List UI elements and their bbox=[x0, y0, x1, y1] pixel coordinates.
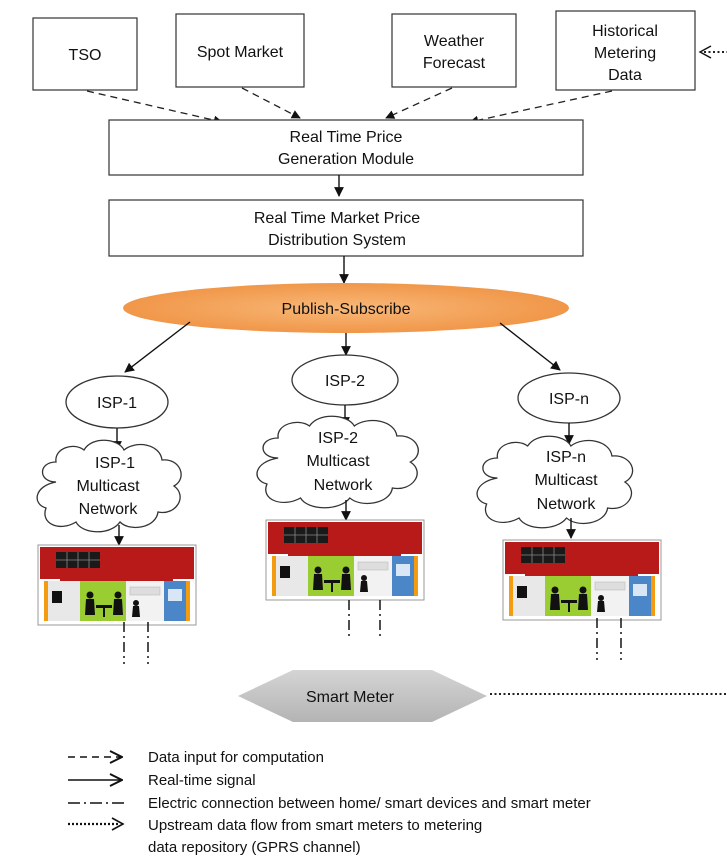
solar-panel-icon bbox=[56, 552, 100, 568]
legend-dashdot-text: Electric connection between home/ smart … bbox=[148, 795, 591, 812]
weather-label-line1: Weather bbox=[424, 33, 485, 50]
price-generation-line2: Generation Module bbox=[278, 151, 414, 168]
price-distribution-line1: Real Time Market Price bbox=[254, 210, 420, 227]
cloud-icon bbox=[476, 435, 634, 529]
weather-forecast-box: Weather Forecast bbox=[391, 13, 517, 88]
weather-label-line2: Forecast bbox=[423, 55, 486, 72]
network-to-home-arrows bbox=[114, 500, 576, 546]
price-generation-module: Real Time Price Generation Module bbox=[108, 119, 584, 176]
isp-n-network-line3: Network bbox=[537, 496, 597, 513]
electric-connection-lines bbox=[123, 600, 622, 664]
historical-label-line2: Metering bbox=[594, 45, 656, 62]
isp-1-network-line3: Network bbox=[79, 501, 139, 518]
historical-metering-box: Historical Metering Data bbox=[555, 10, 696, 91]
isp-1-multicast-network: ISP-1 Multicast Network bbox=[36, 439, 182, 533]
historical-label-line1: Historical bbox=[592, 23, 658, 40]
upstream-data-flow-path bbox=[490, 51, 727, 695]
solar-panel-icon bbox=[521, 547, 565, 563]
publish-subscribe-ellipse: Publish-Subscribe bbox=[123, 283, 569, 333]
isp-2-network-line1: ISP-2 bbox=[318, 430, 358, 447]
legend-solid-text: Real-time signal bbox=[148, 772, 256, 789]
smart-meter-label: Smart Meter bbox=[306, 689, 395, 706]
isp-2-network-line2: Multicast bbox=[306, 453, 370, 470]
isp-1-node: ISP-1 bbox=[65, 375, 169, 429]
historical-label-line3: Data bbox=[608, 67, 642, 84]
isp-1-network-line1: ISP-1 bbox=[95, 455, 135, 472]
isp-n-network-line1: ISP-n bbox=[546, 449, 586, 466]
family-icon bbox=[550, 586, 605, 612]
isp-1-network-line2: Multicast bbox=[76, 478, 140, 495]
spot-market-box: Spot Market bbox=[175, 13, 305, 88]
legend-dotted-text-line2: data repository (GPRS channel) bbox=[148, 839, 361, 856]
isp-1-home bbox=[37, 544, 197, 626]
pubsub-to-isp-arrows bbox=[124, 321, 561, 373]
legend: Data input for computation Real-time sig… bbox=[68, 749, 591, 856]
price-distribution-line2: Distribution System bbox=[268, 232, 406, 249]
price-generation-line1: Real Time Price bbox=[290, 129, 403, 146]
publish-subscribe-label: Publish-Subscribe bbox=[282, 301, 411, 318]
tso-label: TSO bbox=[69, 47, 102, 64]
isp-n-network-line2: Multicast bbox=[534, 472, 598, 489]
isp-2-multicast-network: ISP-2 Multicast Network bbox=[256, 415, 419, 509]
isp-n-home bbox=[502, 539, 662, 621]
isp-2-node: ISP-2 bbox=[291, 354, 399, 406]
isp-n-label: ISP-n bbox=[549, 391, 589, 408]
spot-market-label: Spot Market bbox=[197, 44, 284, 61]
upstream-arrowhead bbox=[698, 45, 712, 59]
tso-box: TSO bbox=[32, 17, 138, 91]
legend-dotted-text-line1: Upstream data flow from smart meters to … bbox=[148, 817, 482, 834]
cloud-icon bbox=[36, 439, 182, 533]
price-distribution-system: Real Time Market Price Distribution Syst… bbox=[108, 199, 584, 257]
isp-2-label: ISP-2 bbox=[325, 373, 365, 390]
smart-meter: Smart Meter bbox=[238, 670, 487, 722]
legend-dashed-text: Data input for computation bbox=[148, 749, 324, 766]
isp-2-network-line3: Network bbox=[314, 477, 374, 494]
solar-panel-icon bbox=[284, 527, 328, 543]
isp-n-node: ISP-n bbox=[517, 372, 621, 424]
cloud-icon bbox=[256, 415, 419, 509]
data-input-arrows bbox=[86, 87, 613, 125]
family-icon bbox=[313, 566, 368, 592]
isp-1-label: ISP-1 bbox=[97, 395, 137, 412]
isp-2-home bbox=[265, 519, 425, 601]
isp-n-multicast-network: ISP-n Multicast Network bbox=[476, 435, 634, 529]
legend-dotted-symbol bbox=[68, 817, 125, 831]
family-icon bbox=[85, 591, 140, 617]
